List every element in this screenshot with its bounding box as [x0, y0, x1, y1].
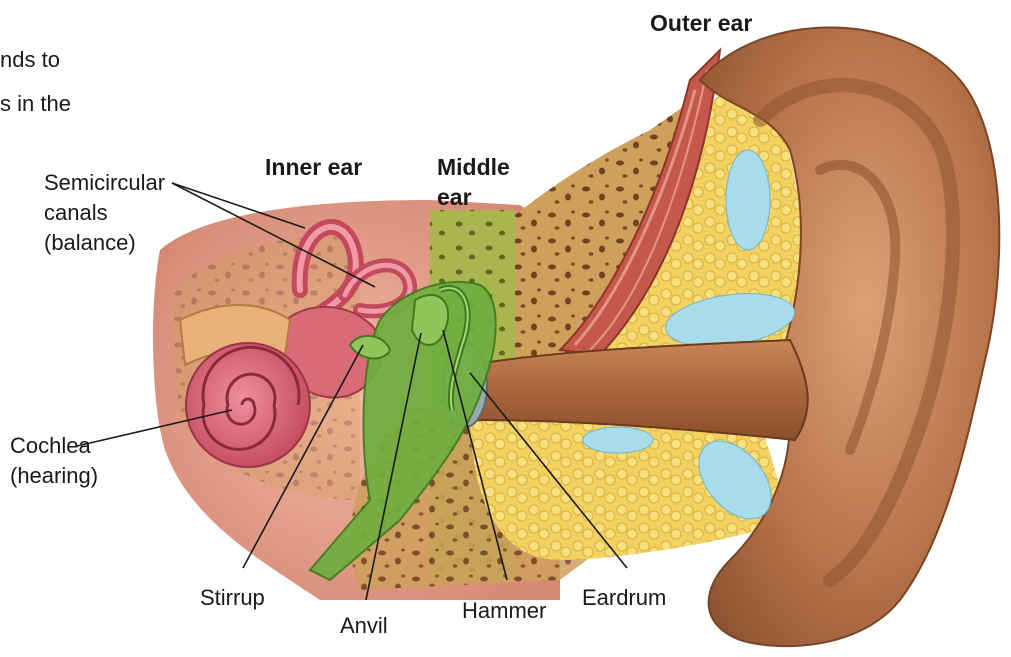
- intro-text-line-2: s in the: [0, 90, 71, 117]
- semicircular-canals-label-line-3: (balance): [44, 229, 136, 256]
- intro-text-line-1: nds to: [0, 46, 60, 73]
- anvil-label: Anvil: [340, 612, 388, 639]
- semicircular-canals-label-line-2: canals: [44, 199, 108, 226]
- middle-ear-heading-line-2: ear: [437, 183, 472, 211]
- middle-ear-heading-line-1: Middle: [437, 153, 510, 181]
- inner-ear-heading: Inner ear: [265, 153, 362, 181]
- stirrup-label: Stirrup: [200, 584, 265, 611]
- semicircular-canals-label-line-1: Semicircular: [44, 169, 165, 196]
- fluid-pocket-3: [583, 427, 653, 453]
- outer-ear-heading: Outer ear: [650, 9, 752, 37]
- cochlea-label-line-2: (hearing): [10, 462, 98, 489]
- fluid-pocket-1: [726, 150, 770, 250]
- hammer-label: Hammer: [462, 597, 546, 624]
- cochlea-shape: [186, 343, 310, 467]
- eardrum-label: Eardrum: [582, 584, 666, 611]
- cochlea-label-line-1: Cochlea: [10, 432, 91, 459]
